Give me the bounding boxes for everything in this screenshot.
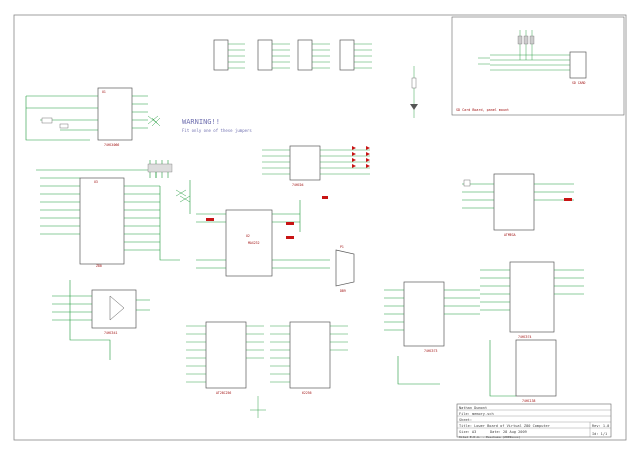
cpu-section: U3 Z80 <box>36 160 191 268</box>
connector-p1 <box>335 249 355 287</box>
clock-section: U1 74HC4066 <box>25 87 161 147</box>
connector-ref: P1 <box>340 245 344 249</box>
ic-u6 <box>515 339 557 397</box>
mcu-section: ATMEGA <box>462 173 574 237</box>
resistor-packs <box>213 39 372 71</box>
title-main: Title: Lower Board of Virtual Z80 Comput… <box>459 424 551 428</box>
ic-u3 <box>79 177 125 265</box>
ic-u12 <box>569 51 587 79</box>
sd-card-note: SD Card Board, panel mount <box>456 108 509 112</box>
title-rev: Rev: 1.0 <box>592 424 609 428</box>
sd-card-board: SD Card Board, panel mount SD CARD <box>451 16 625 116</box>
ic-u8-value: 62256 <box>302 391 312 395</box>
ic-u2-ref: U2 <box>246 234 250 238</box>
ic-u10 <box>509 261 555 333</box>
ic-u11 <box>493 173 535 231</box>
latch-section: 74HC574 74HC138 <box>480 261 584 403</box>
title-id: Id: 1/1 <box>592 432 607 436</box>
title-sheet: Sheet: <box>459 418 472 422</box>
decoder-section: 74HC573 <box>384 281 480 385</box>
ic-u1-ref: U1 <box>102 90 106 94</box>
title-block: Nathan Dumont File: memory.sch Sheet: Ti… <box>456 403 612 439</box>
ic-u5-value: 74HC541 <box>104 331 118 335</box>
warning-text: Fit only one of these jumpers <box>182 128 252 133</box>
ic-u2-value: MAX232 <box>248 241 260 245</box>
ic-u10-value: 74HC574 <box>518 335 532 339</box>
ic-u9 <box>403 281 445 347</box>
ic-u1-value: 74HC4066 <box>104 143 119 147</box>
ic-u7 <box>205 321 247 389</box>
ic-u6-value: 74HC138 <box>522 399 536 403</box>
ic-u3-ref: U3 <box>94 180 98 184</box>
title-file: File: memory.sch <box>459 412 494 416</box>
ic-u8 <box>289 321 331 389</box>
connector-value: DB9 <box>340 289 346 293</box>
title-date: Date: 28 Aug 2009 <box>490 430 527 434</box>
title-size: Size: A3 <box>459 430 476 434</box>
ic-u3-value: Z80 <box>96 264 102 268</box>
ic-u4 <box>289 145 321 181</box>
title-kicad: KiCad E.D.A. - Eeschema (2009xxxx) <box>459 435 521 439</box>
ic-u12-value: SD CARD <box>572 81 586 85</box>
ic-u11-value: ATMEGA <box>504 233 516 237</box>
title-author: Nathan Dumont <box>459 406 487 410</box>
sd-board-outline <box>451 16 625 116</box>
ic-u2 <box>225 209 273 277</box>
sheet-frame <box>13 14 627 441</box>
led-indicator <box>410 66 418 118</box>
warning-title: WARNING!! <box>182 118 220 126</box>
memory-section: AT28C256 62256 <box>186 321 348 418</box>
ic-u5 <box>91 289 137 329</box>
ic-u1 <box>97 87 133 141</box>
serial-section: U2 MAX232 P1 DB9 <box>189 180 355 293</box>
ic-u4-value: 74HC04 <box>292 183 304 187</box>
buffer-section: 74HC541 <box>52 280 150 360</box>
led-driver-section: 74HC04 <box>262 145 370 187</box>
ic-u9-value: 74HC573 <box>424 349 438 353</box>
ic-u7-value: AT28C256 <box>216 391 231 395</box>
